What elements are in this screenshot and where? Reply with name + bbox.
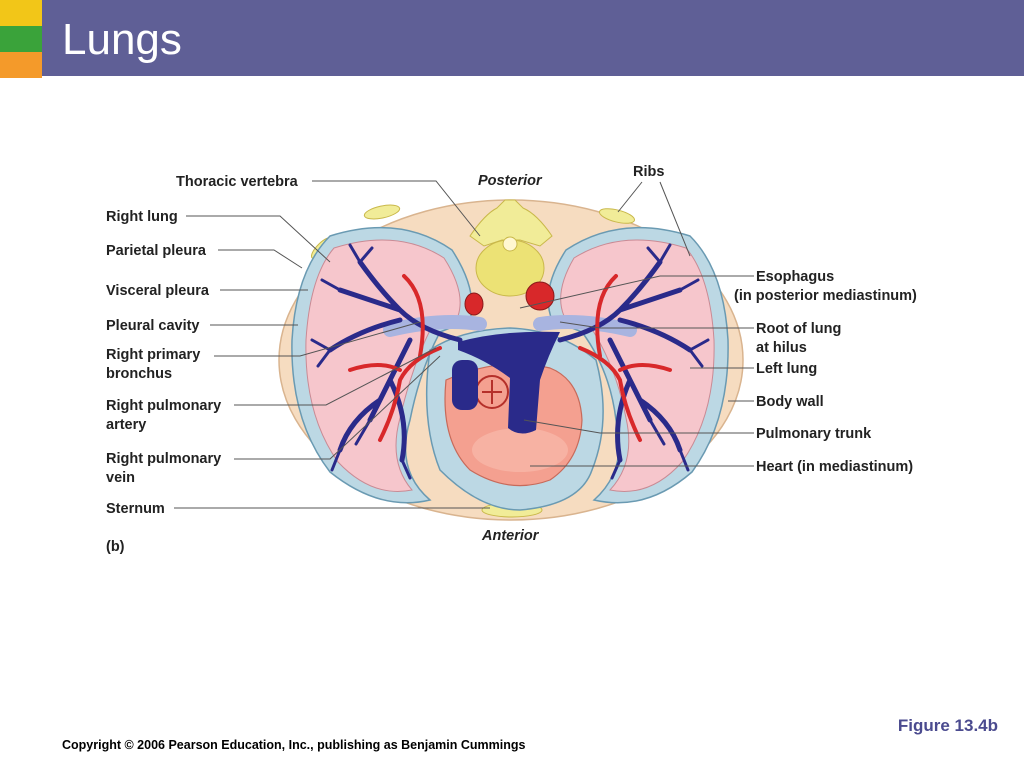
accent-yellow-block bbox=[0, 0, 42, 26]
label-pulmonary-trunk: Pulmonary trunk bbox=[756, 426, 872, 442]
title-banner bbox=[42, 0, 1024, 76]
rib bbox=[598, 208, 636, 224]
right-primary-bronchus bbox=[383, 315, 487, 337]
azygos-shape bbox=[464, 292, 484, 316]
label-visceral-pleura: Visceral pleura bbox=[106, 283, 210, 299]
aorta-valve bbox=[482, 380, 502, 404]
label-right-lung: Right lung bbox=[106, 209, 178, 225]
label-pleural-cavity: Pleural cavity bbox=[106, 318, 200, 334]
leader-parietal-pleura bbox=[218, 249, 303, 269]
label-esophagus-2: (in posterior mediastinum) bbox=[734, 288, 917, 304]
figure-reference: Figure 13.4b bbox=[897, 716, 998, 735]
rib bbox=[363, 204, 401, 220]
slide-header: Lungs bbox=[0, 0, 1024, 78]
label-right-pulm-artery-2: artery bbox=[106, 417, 146, 433]
right-lung-vessels bbox=[310, 243, 463, 480]
leader-right-pulmonary-artery bbox=[234, 347, 437, 406]
pulmonary-trunk-shape bbox=[458, 331, 560, 434]
panel-label: (b) bbox=[106, 539, 125, 555]
label-right-pulm-vein-1: Right pulmonary bbox=[106, 451, 221, 467]
left-lung-vessels bbox=[557, 243, 710, 480]
leader-root-of-lung bbox=[559, 321, 754, 329]
leader-right-primary-bronchus bbox=[214, 321, 421, 357]
label-root-of-lung-1: Root of lung bbox=[756, 321, 841, 337]
leader-ribs bbox=[617, 181, 691, 257]
heart-highlight bbox=[472, 428, 568, 472]
posterior-label: Posterior bbox=[478, 173, 543, 189]
copyright-notice: Copyright © 2006 Pearson Education, Inc.… bbox=[62, 738, 526, 752]
accent-green-block bbox=[0, 26, 42, 52]
label-body-wall: Body wall bbox=[756, 394, 824, 410]
label-ribs: Ribs bbox=[633, 164, 664, 180]
label-thoracic-vertebra: Thoracic vertebra bbox=[176, 174, 299, 190]
vena-cava-shape bbox=[452, 360, 478, 410]
leader-thoracic-vertebra bbox=[312, 180, 481, 237]
label-esophagus-1: Esophagus bbox=[756, 269, 834, 285]
descending-aorta-shape bbox=[525, 281, 555, 311]
anterior-label: Anterior bbox=[481, 528, 540, 544]
label-left-lung: Left lung bbox=[756, 361, 817, 377]
leader-right-lung bbox=[186, 215, 331, 263]
label-root-of-lung-2: at hilus bbox=[756, 340, 807, 356]
leader-right-pulmonary-vein bbox=[234, 355, 441, 460]
label-sternum: Sternum bbox=[106, 501, 165, 517]
label-right-pulm-artery-1: Right pulmonary bbox=[106, 398, 221, 414]
leader-esophagus bbox=[519, 275, 754, 309]
label-right-primary-2: bronchus bbox=[106, 366, 172, 382]
label-right-primary-1: Right primary bbox=[106, 347, 200, 363]
accent-orange-block bbox=[0, 52, 42, 78]
accent-blocks bbox=[0, 0, 42, 78]
slide-title: Lungs bbox=[62, 15, 182, 64]
thoracic-vertebra-shape bbox=[469, 199, 553, 297]
label-parietal-pleura: Parietal pleura bbox=[106, 243, 207, 259]
leader-pulmonary-trunk bbox=[523, 419, 754, 434]
label-right-pulm-vein-2: vein bbox=[106, 470, 135, 486]
label-heart: Heart (in mediastinum) bbox=[756, 459, 913, 475]
